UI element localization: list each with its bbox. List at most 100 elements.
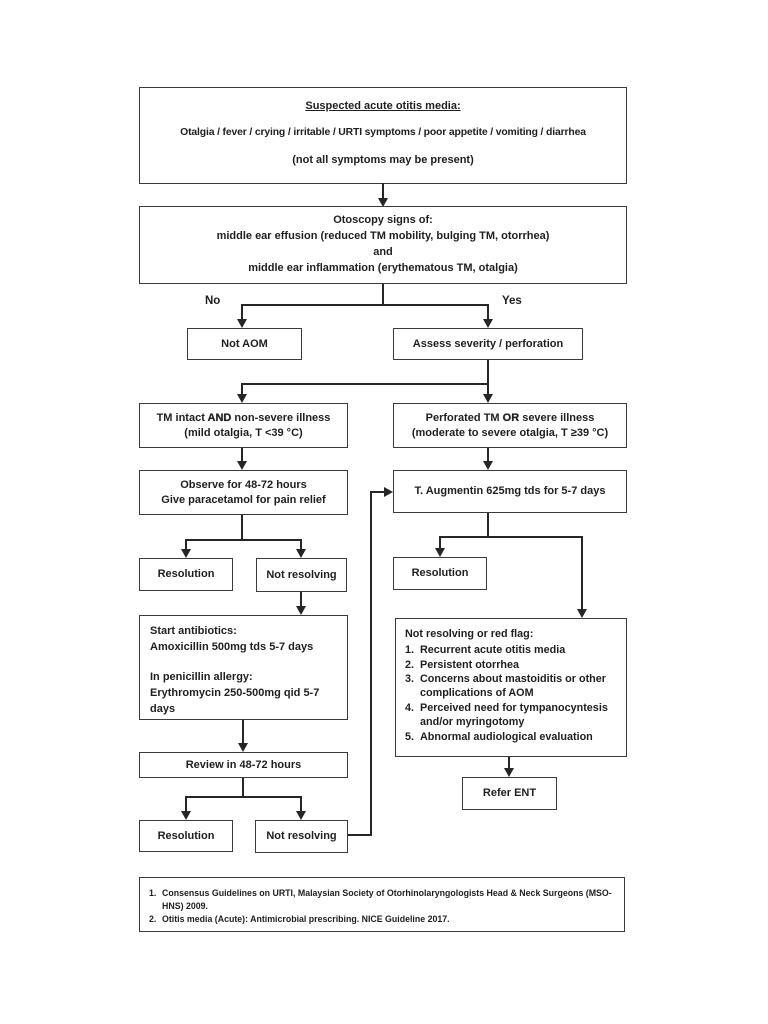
connector bbox=[487, 448, 489, 462]
observe-line: Give paracetamol for pain relief bbox=[161, 493, 326, 506]
red-flag-item: Perceived need for tympanocyntesis and/o… bbox=[405, 701, 608, 729]
connector bbox=[487, 304, 489, 321]
red-flag-item: Concerns about mastoiditis or other comp… bbox=[405, 672, 606, 700]
box-resolution-bottom: Resolution bbox=[139, 820, 233, 852]
arrowhead bbox=[384, 487, 393, 497]
antibiotics-allergy-line: Erythromycin 250-500mg qid 5-7 days bbox=[150, 686, 320, 715]
box-observe: Observe for 48-72 hours Give paracetamol… bbox=[139, 470, 348, 515]
branch-label-yes: Yes bbox=[502, 295, 522, 307]
connector bbox=[185, 796, 302, 798]
branch-label-no: No bbox=[205, 295, 221, 307]
arrowhead bbox=[483, 319, 493, 328]
arrowhead bbox=[237, 394, 247, 403]
arrowhead bbox=[296, 606, 306, 615]
box-assess-severity: Assess severity / perforation bbox=[393, 328, 583, 360]
connector bbox=[370, 491, 372, 836]
box-not-resolving-left: Not resolving bbox=[256, 558, 347, 592]
connector bbox=[581, 536, 583, 609]
connector bbox=[185, 796, 187, 812]
red-flag-item: Persistent otorrhea bbox=[405, 658, 520, 673]
connector bbox=[300, 592, 302, 607]
connector bbox=[508, 757, 510, 769]
antibiotics-heading: Start antibiotics: bbox=[150, 625, 237, 637]
red-flag-item: Recurrent acute otitis media bbox=[405, 643, 566, 658]
connector bbox=[241, 448, 243, 462]
reference-item: Consensus Guidelines on URTI, Malaysian … bbox=[149, 887, 612, 912]
arrowhead bbox=[237, 461, 247, 470]
antibiotics-line: Amoxicillin 500mg tds 5-7 days bbox=[150, 640, 314, 653]
arrowhead bbox=[378, 198, 388, 207]
red-flag-list: Recurrent acute otitis media Persistent … bbox=[405, 643, 621, 744]
box-not-aom: Not AOM bbox=[187, 328, 302, 360]
observe-line: Observe for 48-72 hours bbox=[180, 478, 307, 491]
arrowhead bbox=[296, 811, 306, 820]
arrowhead bbox=[238, 743, 248, 752]
box-resolution-left: Resolution bbox=[139, 558, 233, 591]
connector bbox=[241, 383, 243, 395]
box-perforated-tm: Perforated TM OR severe illness (moderat… bbox=[393, 403, 627, 448]
arrowhead bbox=[181, 549, 191, 558]
arrowhead bbox=[181, 811, 191, 820]
box-label: Resolution bbox=[411, 567, 469, 580]
box-resolution-right: Resolution bbox=[393, 557, 487, 590]
tm-intact-line1: TM intact AND non-severe illness bbox=[156, 411, 331, 424]
box-label: Assess severity / perforation bbox=[412, 337, 564, 350]
arrowhead bbox=[577, 609, 587, 618]
box-label: Refer ENT bbox=[482, 787, 537, 800]
box-augmentin: T. Augmentin 625mg tds for 5-7 days bbox=[393, 470, 627, 513]
box-label: Not resolving bbox=[266, 568, 337, 581]
antibiotics-group1: Start antibiotics: Amoxicillin 500mg tds… bbox=[150, 624, 339, 656]
box-suspected-note: (not all symptoms may be present) bbox=[292, 154, 474, 167]
connector bbox=[487, 383, 489, 395]
reference-item: Otitis media (Acute): Antimicrobial pres… bbox=[149, 913, 450, 926]
otoscopy-line: and bbox=[373, 246, 393, 258]
connector bbox=[300, 539, 302, 550]
box-label: Not AOM bbox=[221, 337, 268, 350]
arrowhead bbox=[483, 461, 493, 470]
connector bbox=[242, 304, 489, 306]
otoscopy-line: middle ear inflammation (erythematous TM… bbox=[248, 261, 518, 274]
otoscopy-line: middle ear effusion (reduced TM mobility… bbox=[216, 230, 550, 243]
arrowhead bbox=[504, 768, 514, 777]
connector bbox=[241, 304, 243, 321]
arrowhead bbox=[435, 548, 445, 557]
otoscopy-line: Otoscopy signs of: bbox=[333, 214, 433, 227]
red-flag-title: Not resolving or red flag: bbox=[405, 628, 534, 640]
box-references: Consensus Guidelines on URTI, Malaysian … bbox=[139, 877, 625, 932]
connector bbox=[382, 284, 384, 305]
box-red-flag: Not resolving or red flag: Recurrent acu… bbox=[395, 618, 627, 757]
box-label: Review in 48-72 hours bbox=[185, 758, 302, 771]
references-list: Consensus Guidelines on URTI, Malaysian … bbox=[149, 887, 616, 927]
box-label: T. Augmentin 625mg tds for 5-7 days bbox=[414, 485, 606, 498]
connector bbox=[241, 515, 243, 540]
box-suspected-title: Suspected acute otitis media: bbox=[305, 100, 461, 112]
box-not-resolving-bottom: Not resolving bbox=[255, 820, 348, 853]
box-label: Resolution bbox=[157, 829, 215, 842]
connector bbox=[242, 720, 244, 744]
perforated-line2: (moderate to severe otalgia, T ≥39 °C) bbox=[411, 426, 609, 439]
box-label: Resolution bbox=[157, 568, 215, 581]
box-suspected-aom: Suspected acute otitis media: Otalgia / … bbox=[139, 87, 627, 184]
connector bbox=[185, 539, 187, 550]
connector bbox=[242, 778, 244, 798]
tm-intact-line2: (mild otalgia, T <39 °C) bbox=[184, 426, 303, 439]
box-start-antibiotics: Start antibiotics: Amoxicillin 500mg tds… bbox=[139, 615, 348, 720]
arrowhead bbox=[296, 549, 306, 558]
box-refer-ent: Refer ENT bbox=[462, 777, 557, 810]
connector bbox=[439, 536, 441, 548]
perforated-line1: Perforated TM OR severe illness bbox=[425, 411, 595, 424]
connector bbox=[487, 513, 489, 538]
connector bbox=[439, 536, 583, 538]
box-otoscopy-signs: Otoscopy signs of: middle ear effusion (… bbox=[139, 206, 627, 284]
box-label: Not resolving bbox=[266, 830, 337, 843]
antibiotics-allergy-heading: In penicillin allergy: bbox=[150, 670, 253, 683]
box-tm-intact: TM intact AND non-severe illness (mild o… bbox=[139, 403, 348, 448]
connector bbox=[185, 539, 302, 541]
connector bbox=[242, 383, 489, 385]
connector bbox=[370, 491, 384, 493]
box-suspected-symptoms: Otalgia / fever / crying / irritable / U… bbox=[180, 127, 586, 139]
arrowhead bbox=[483, 394, 493, 403]
box-review: Review in 48-72 hours bbox=[139, 752, 348, 778]
arrowhead bbox=[237, 319, 247, 328]
